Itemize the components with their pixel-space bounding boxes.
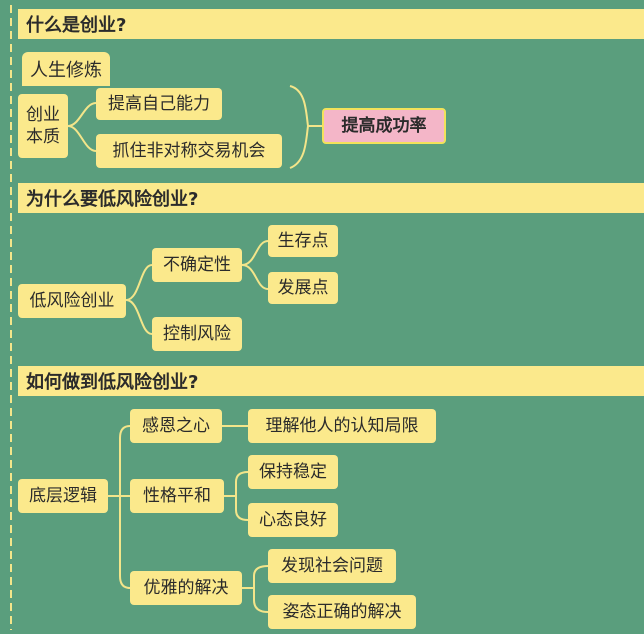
connector-sb-sb1 [224, 471, 249, 497]
node-elegant-solution[interactable]: 优雅的解决 [130, 571, 242, 605]
node-startup-essence-line2: 本质 [26, 127, 60, 147]
node-improve-success-rate[interactable]: 提高成功率 [322, 108, 446, 144]
tab-life-cultivation[interactable]: 人生修炼 [22, 52, 110, 86]
node-control-risk[interactable]: 控制风险 [152, 317, 242, 351]
node-understand-cognitive-limits[interactable]: 理解他人的认知局限 [248, 409, 436, 443]
connector-sc-sc2 [253, 588, 269, 613]
node-stay-stable[interactable]: 保持稳定 [248, 455, 338, 489]
node-uncertainty[interactable]: 不确定性 [152, 248, 242, 282]
node-improve-ability[interactable]: 提高自己能力 [96, 88, 222, 120]
node-correct-posture-solution[interactable]: 姿态正确的解决 [268, 595, 416, 629]
node-gratitude[interactable]: 感恩之心 [130, 409, 222, 443]
section-header-why-low-risk[interactable]: 为什么要低风险创业? [18, 183, 644, 213]
connector-a-a2 [241, 264, 269, 290]
node-underlying-logic[interactable]: 底层逻辑 [18, 479, 108, 513]
node-asymmetric-opportunity[interactable]: 抓住非对称交易机会 [96, 134, 282, 168]
node-survival-point[interactable]: 生存点 [268, 225, 338, 257]
node-startup-essence-line1: 创业 [26, 104, 60, 125]
node-startup-essence[interactable]: 创业 本质 [18, 94, 68, 158]
connector-sb-sb2 [235, 496, 249, 521]
node-calm-temperament[interactable]: 性格平和 [130, 479, 224, 513]
node-good-mindset[interactable]: 心态良好 [248, 503, 338, 537]
connector-a-a1 [241, 240, 269, 266]
connector-sc-sc1 [242, 565, 269, 589]
connector-root2-b [125, 299, 153, 335]
node-development-point[interactable]: 发展点 [268, 272, 338, 304]
node-discover-social-problems[interactable]: 发现社会问题 [268, 549, 396, 583]
connector-root3-c [119, 496, 131, 589]
section-header-how-low-risk[interactable]: 如何做到低风险创业? [18, 366, 644, 396]
node-low-risk-startup[interactable]: 低风险创业 [18, 284, 126, 318]
connector-root2-a [125, 264, 153, 301]
section-header-what-is-startup[interactable]: 什么是创业? [18, 9, 644, 39]
connector-root1-child1 [67, 102, 97, 127]
connector-root1-child2 [67, 125, 97, 152]
summary-brace [289, 85, 310, 169]
connector-root3-a [108, 425, 131, 497]
